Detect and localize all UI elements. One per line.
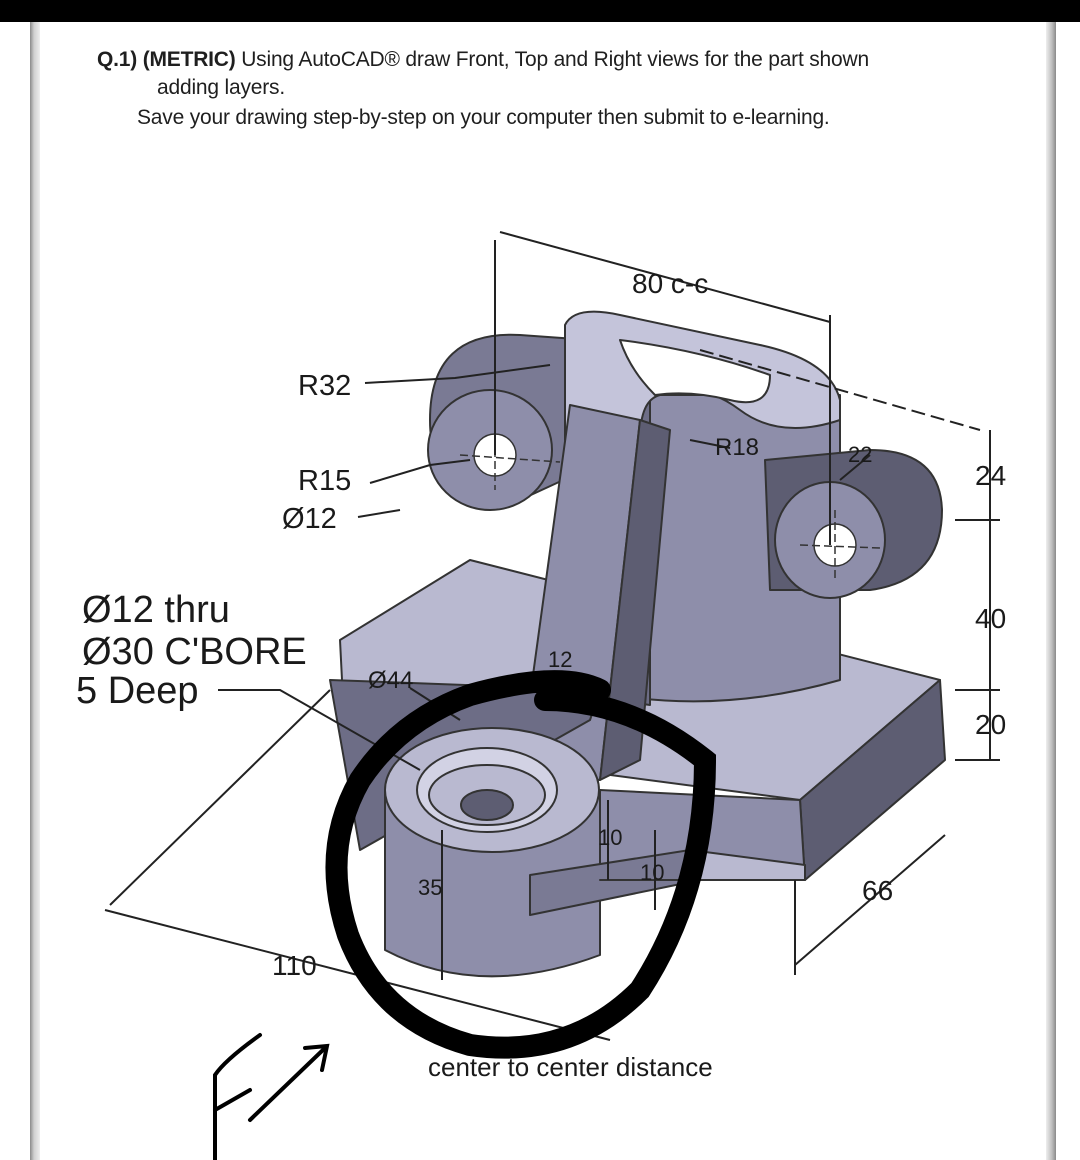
dim-10b: 10: [640, 860, 664, 885]
question-line-2: adding layers.: [157, 76, 285, 99]
top-black-bar: [0, 0, 1080, 22]
page-frame-right: [1046, 22, 1056, 1160]
dim-r18: R18: [715, 434, 759, 461]
dim-40: 40: [975, 603, 1006, 634]
question-tag: (METRIC): [142, 48, 236, 71]
hole-callout-2: Ø30 C'BORE: [82, 631, 307, 673]
dim-20: 20: [975, 709, 1006, 740]
dim-80cc: 80 c-c: [632, 268, 708, 299]
hole-callout-3: 5 Deep: [76, 670, 199, 712]
question-number: Q.1): [97, 48, 138, 71]
part-body: [329, 310, 946, 978]
dim-r32: R32: [298, 370, 351, 402]
dim-12: 12: [548, 647, 572, 672]
dim-22: 22: [848, 442, 872, 467]
dim-66: 66: [862, 875, 893, 906]
dim-110: 110: [272, 950, 317, 981]
thru-hole: [460, 789, 514, 821]
hole-callout-1: Ø12 thru: [82, 589, 230, 631]
rib-right: [599, 419, 671, 781]
dim-r15: R15: [298, 465, 351, 497]
boss-bore: [619, 339, 771, 404]
dim-d12: Ø12: [282, 503, 337, 535]
dimension-texts: 80 c-c R32 R15 Ø12 Ø12 thru Ø30 C'BORE 5…: [76, 268, 1006, 1082]
question-line-3: Save your drawing step-by-step on your c…: [137, 106, 830, 129]
dim-35: 35: [418, 875, 442, 900]
question-text-1: Using AutoCAD® draw Front, Top and Right…: [241, 48, 869, 71]
dim-10a: 10: [598, 825, 622, 850]
question-line-1: Q.1) (METRIC) Using AutoCAD® draw Front,…: [97, 48, 869, 72]
hand-drawn-annotation-circle: [325, 670, 717, 1059]
page-frame-left: [30, 22, 40, 1160]
front-view-arrow-sketch: [213, 1033, 330, 1160]
dim-d44: Ø44: [368, 667, 413, 694]
dim-24: 24: [975, 460, 1006, 491]
center-distance-note: center to center distance: [428, 1052, 713, 1082]
